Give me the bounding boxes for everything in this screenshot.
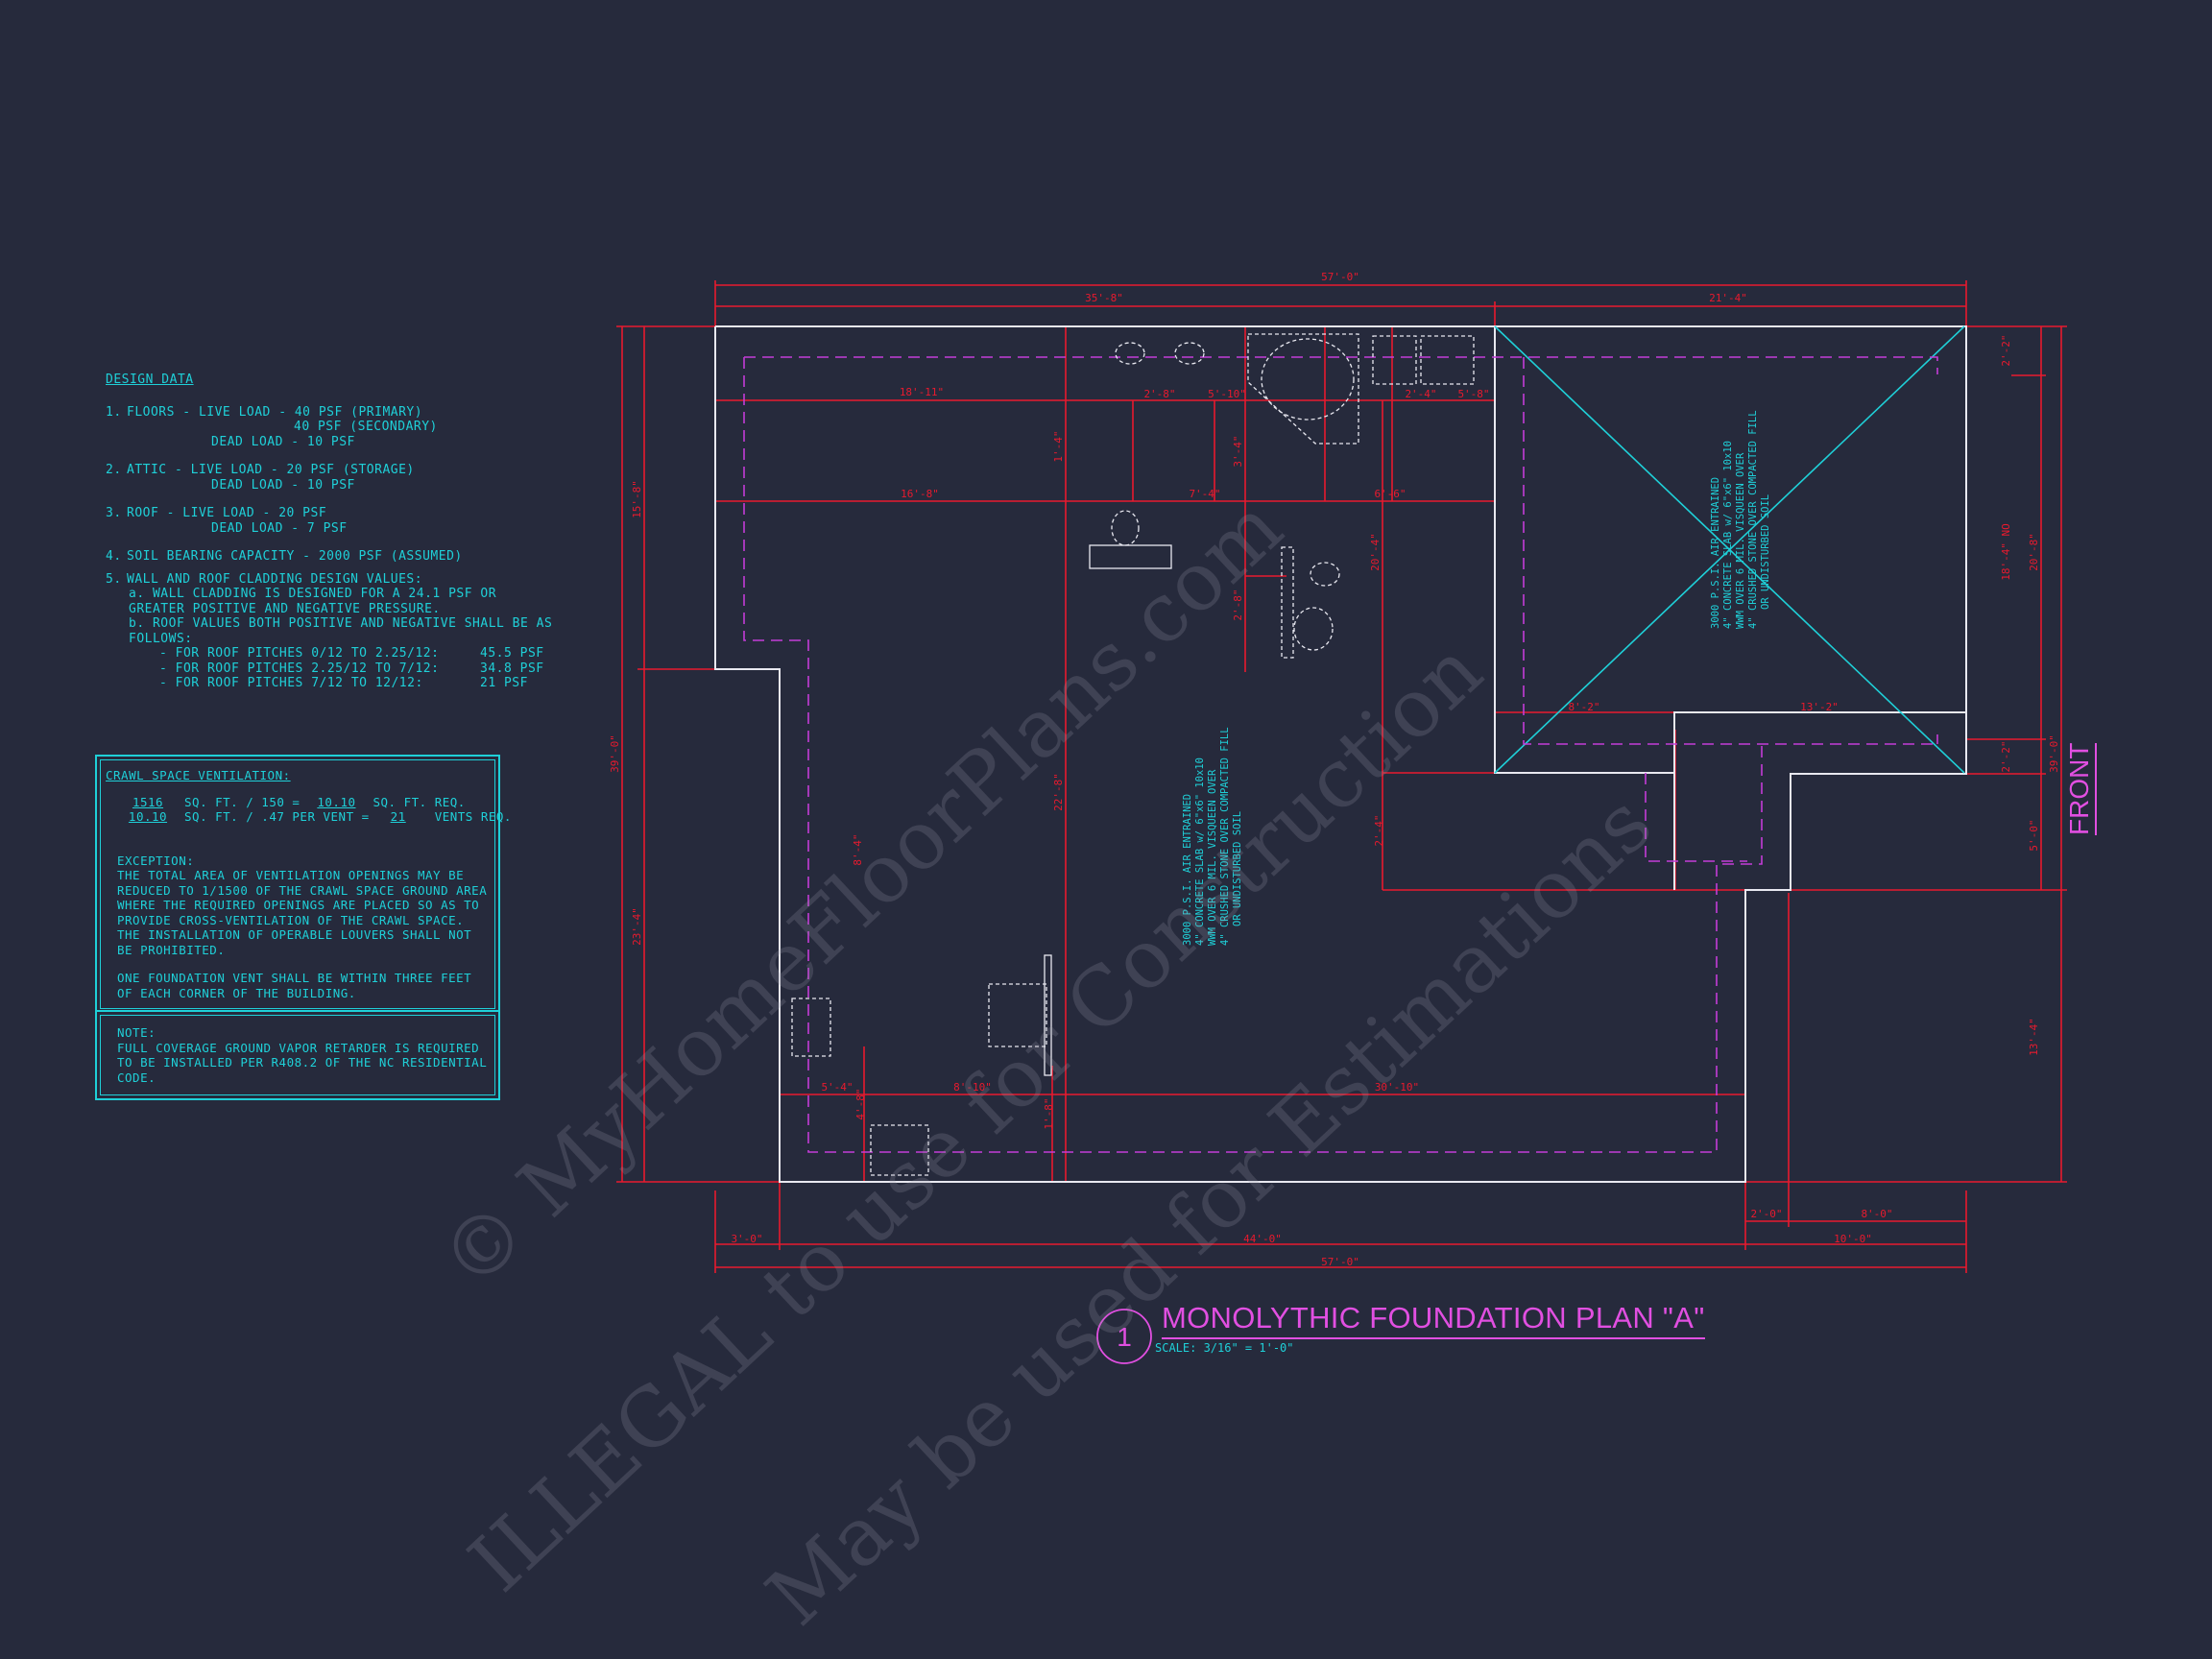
note-text: FULL COVERAGE GROUND VAPOR RETARDER IS R…	[117, 1040, 488, 1085]
dim-top-right: 21'-4"	[1709, 292, 1747, 304]
dim-i5: 5'-8"	[1457, 388, 1489, 400]
design-item: 2. ATTIC - LIVE LOAD - 20 PSF (STORAGE)D…	[106, 463, 415, 493]
design-item: 1. FLOORS - LIVE LOAD - 40 PSF (PRIMARY)…	[106, 404, 438, 449]
crawl-calc-row: 10.10 SQ. FT. / .47 PER VENT =21 VENTS R…	[128, 809, 512, 824]
dim-i2: 2'-8"	[1143, 388, 1175, 400]
dim-i21: 4'-8"	[854, 1088, 867, 1119]
dimension-labels: 57'-0" 35'-8" 21'-4" 57'-0" 3'-0" 44'-0"…	[731, 271, 1892, 1268]
title-number: 1	[1117, 1322, 1132, 1352]
crawl-heading: CRAWL SPACE VENTILATION:	[106, 768, 291, 782]
dim-i11: 22'-8"	[1052, 773, 1065, 811]
slab-outline	[714, 325, 1967, 1183]
dim-i15: 2'-4"	[1373, 814, 1385, 846]
design-data-heading: DESIGN DATA	[106, 373, 194, 387]
slab-note-garage: 3000 P.S.I. AIR ENTRAINED 4" CONCRETE SL…	[1710, 410, 1771, 629]
plan-scale: SCALE: 3/16" = 1'-0"	[1155, 1341, 1294, 1355]
vent-note: ONE FOUNDATION VENT SHALL BE WITHIN THRE…	[117, 971, 472, 1000]
dim-right-b: 18'-4" NO	[2000, 523, 2012, 581]
pitch-row: - FOR ROOF PITCHES 7/12 TO 12/12:21 PSF	[159, 676, 528, 690]
slab-note-line: 4" CONCRETE SLAB w/ 6"x6" 10x10	[1194, 757, 1206, 946]
dim-i7: 7'-4"	[1189, 488, 1220, 500]
dim-bottom-b: 44'-0"	[1243, 1233, 1282, 1245]
slab-note-line: WWM OVER 6 MIL. VISQUEEN OVER	[1207, 769, 1218, 946]
slab-note-line: 4" CRUSHED STONE OVER COMPACTED FILL	[1219, 727, 1231, 946]
cladding-b: b. ROOF VALUES BOTH POSITIVE AND NEGATIV…	[129, 616, 553, 646]
note-box	[95, 1010, 500, 1100]
dim-i8: 6'-6"	[1374, 488, 1406, 500]
crawl-space-notes: CRAWL SPACE VENTILATION: 1516 SQ. FT. / …	[106, 768, 512, 1000]
slab-note-line: OR UNDISTURBED SOIL	[1760, 494, 1771, 610]
slab-note-line: OR UNDISTURBED SOIL	[1232, 811, 1243, 926]
slab-note-line: 3000 P.S.I. AIR ENTRAINED	[1182, 794, 1193, 946]
slab-note-line: WWM OVER 6 MIL. VISQUEEN OVER	[1735, 452, 1746, 629]
dim-bottom-r1: 2'-0"	[1750, 1208, 1782, 1220]
note-heading: NOTE:	[117, 1025, 156, 1040]
dim-bottom-c: 10'-0"	[1834, 1233, 1872, 1245]
dim-bottom-a: 3'-0"	[731, 1233, 762, 1245]
pitch-row: - FOR ROOF PITCHES 2.25/12 TO 7/12:34.8 …	[159, 661, 544, 676]
dim-i3: 5'-10"	[1208, 388, 1246, 400]
design-item: 5. WALL AND ROOF CLADDING DESIGN VALUES:	[106, 571, 423, 587]
dimension-labels-vertical: 39'-0" 15'-8" 23'-4" 39'-0" 2'-2" 18'-4"…	[609, 334, 2060, 1129]
design-item: 4. SOIL BEARING CAPACITY - 2000 PSF (ASS…	[106, 549, 463, 564]
exception-heading: EXCEPTION:	[117, 853, 195, 868]
dim-i20: 3'-4"	[1232, 435, 1244, 467]
slab-note-main: 3000 P.S.I. AIR ENTRAINED 4" CONCRETE SL…	[1182, 727, 1243, 946]
slab-note-line: 4" CRUSHED STONE OVER COMPACTED FILL	[1747, 410, 1759, 629]
dim-i4: 2'-4"	[1405, 388, 1436, 400]
exception-text: THE TOTAL AREA OF VENTILATION OPENINGS M…	[117, 868, 488, 957]
dim-bottom-overall: 57'-0"	[1321, 1256, 1359, 1268]
garage-slab-diagonals	[1494, 325, 1965, 774]
dim-i18: 30'-10"	[1375, 1081, 1419, 1094]
dim-right-d: 2'-2"	[2000, 740, 2012, 772]
vapor-retarder-note: NOTE: FULL COVERAGE GROUND VAPOR RETARDE…	[117, 1025, 492, 1085]
cladding-a: a. WALL CLADDING IS DESIGNED FOR A 24.1 …	[129, 587, 497, 616]
hidden-footing-lines	[743, 356, 1938, 1153]
dim-i1: 18'-11"	[900, 386, 944, 398]
dim-i9: 20'-4"	[1369, 533, 1382, 571]
dim-i14: 13'-2"	[1800, 701, 1839, 713]
dim-left-overall: 39'-0"	[609, 734, 621, 773]
dim-top-overall: 57'-0"	[1321, 271, 1359, 283]
design-data-notes: DESIGN DATA 1. FLOORS - LIVE LOAD - 40 P…	[106, 373, 557, 691]
front-label: FRONT	[2064, 742, 2097, 835]
dim-i10: 2'-8"	[1232, 589, 1244, 620]
dim-i22: 1'-8"	[1043, 1097, 1055, 1129]
dim-right-c: 20'-8"	[2028, 533, 2040, 571]
dim-i16: 5'-4"	[821, 1081, 853, 1094]
dim-i17: 8'-10"	[953, 1081, 992, 1094]
dim-left-lower: 23'-4"	[631, 907, 643, 946]
dim-i19: 1'-4"	[1052, 430, 1065, 462]
dim-left-upper: 15'-8"	[631, 480, 643, 518]
slab-note-line: 4" CONCRETE SLAB w/ 6"x6" 10x10	[1722, 441, 1734, 629]
dim-top-left: 35'-8"	[1085, 292, 1123, 304]
dim-right-e: 5'-0"	[2028, 819, 2040, 851]
slab-note-line: 3000 P.S.I. AIR ENTRAINED	[1710, 477, 1721, 629]
title-bubble: 1	[1096, 1309, 1152, 1364]
pitch-row: - FOR ROOF PITCHES 0/12 TO 2.25/12:45.5 …	[159, 646, 544, 661]
dim-i6: 16'-8"	[901, 488, 939, 500]
crawl-calc-row: 1516 SQ. FT. / 150 = 10.10 SQ. FT. REQ.	[132, 794, 466, 809]
dim-right-a: 2'-2"	[2000, 334, 2012, 366]
dim-i12: 8'-4"	[852, 833, 864, 865]
dim-i13: 8'-2"	[1568, 701, 1599, 713]
dim-right-overall: 39'-0"	[2048, 734, 2060, 773]
dim-bottom-r2: 8'-0"	[1861, 1208, 1892, 1220]
dim-right-f: 13'-4"	[2028, 1018, 2040, 1056]
plumbing-fixtures	[791, 333, 1475, 1176]
crawl-space-box	[95, 755, 500, 1014]
plan-title: MONOLYTHIC FOUNDATION PLAN "A"	[1162, 1301, 1705, 1339]
